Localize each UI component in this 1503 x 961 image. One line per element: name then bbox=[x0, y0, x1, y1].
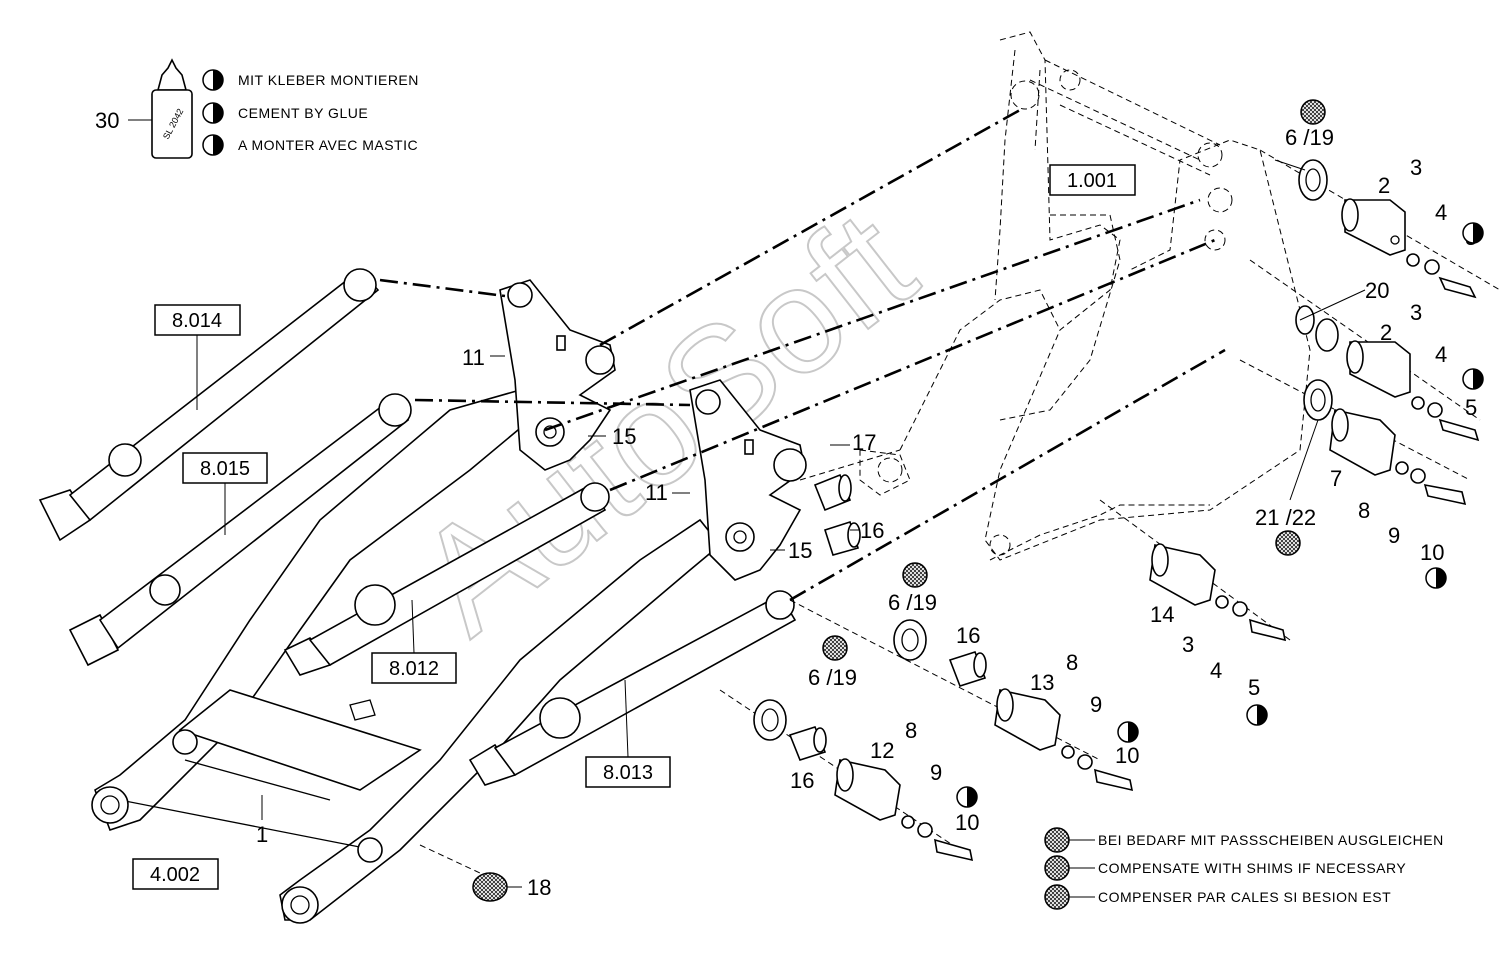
ref-label-4002: 4.002 bbox=[150, 864, 200, 886]
pin-2-lower bbox=[1346, 340, 1480, 442]
ref-box-8012[interactable]: 8.012 bbox=[371, 652, 457, 684]
ref-box-4002[interactable]: 4.002 bbox=[132, 858, 219, 890]
glue-symbol-icon bbox=[202, 134, 224, 156]
shim-symbol-icon bbox=[1044, 827, 1070, 853]
callout-9c[interactable]: 9 bbox=[930, 760, 942, 785]
shim-symbol-icon bbox=[902, 562, 928, 588]
glue-symbol-icon bbox=[1425, 567, 1447, 589]
callout-5b[interactable]: 5 bbox=[1465, 395, 1477, 420]
ref-label-1001: 1.001 bbox=[1067, 170, 1117, 192]
cylinder-8012 bbox=[283, 482, 610, 676]
glue-symbol-icon bbox=[202, 69, 224, 91]
callout-10b[interactable]: 10 bbox=[1115, 743, 1139, 768]
callout-7[interactable]: 7 bbox=[1330, 466, 1342, 491]
bell-crank-left bbox=[499, 279, 616, 471]
cylinder-8015 bbox=[68, 393, 412, 667]
callout-2a[interactable]: 2 bbox=[1378, 173, 1390, 198]
bushes bbox=[788, 473, 987, 761]
callout-16b[interactable]: 16 bbox=[956, 623, 980, 648]
glue-legend-en: CEMENT BY GLUE bbox=[238, 105, 368, 121]
callout-8a[interactable]: 8 bbox=[1358, 498, 1370, 523]
callout-8b[interactable]: 8 bbox=[1066, 650, 1078, 675]
callouts: 30 11 11 15 15 17 16 16 16 6 /19 6 /19 6… bbox=[95, 108, 1477, 900]
callout-3b[interactable]: 3 bbox=[1410, 300, 1422, 325]
glue-symbol-icon bbox=[202, 102, 224, 124]
cylinder-8013 bbox=[468, 590, 797, 786]
callout-10c[interactable]: 10 bbox=[955, 810, 979, 835]
callout-619a[interactable]: 6 /19 bbox=[1285, 125, 1334, 150]
ref-label-8014: 8.014 bbox=[172, 310, 222, 332]
callout-14[interactable]: 14 bbox=[1150, 602, 1174, 627]
ref-box-8014[interactable]: 8.014 bbox=[154, 304, 241, 336]
shim-symbol-icon bbox=[822, 635, 848, 661]
pin-7 bbox=[1329, 408, 1467, 506]
callout-12[interactable]: 12 bbox=[870, 738, 894, 763]
callout-15b[interactable]: 15 bbox=[788, 538, 812, 563]
leader-lines bbox=[128, 119, 1366, 820]
glue-legend-de: MIT KLEBER MONTIEREN bbox=[238, 72, 419, 88]
glue-tube-icon: SL 2042 bbox=[151, 58, 193, 159]
callout-16a[interactable]: 16 bbox=[860, 518, 884, 543]
callout-11a[interactable]: 11 bbox=[462, 345, 485, 370]
shim-legend-fr: COMPENSER PAR CALES SI BESION EST bbox=[1098, 889, 1391, 905]
ref-box-8015[interactable]: 8.015 bbox=[182, 452, 268, 484]
shim-legend-de: BEI BEDARF MIT PASSSCHEIBEN AUSGLEICHEN bbox=[1098, 832, 1444, 848]
symbol-markers bbox=[472, 99, 1484, 902]
glue-legend: MIT KLEBER MONTIEREN CEMENT BY GLUE A MO… bbox=[202, 69, 419, 156]
callout-9a[interactable]: 9 bbox=[1388, 523, 1400, 548]
callout-5c[interactable]: 5 bbox=[1248, 675, 1260, 700]
callout-1[interactable]: 1 bbox=[256, 822, 268, 847]
callout-11b[interactable]: 11 bbox=[645, 480, 668, 505]
front-frame bbox=[859, 31, 1311, 561]
callout-18[interactable]: 18 bbox=[527, 875, 551, 900]
glue-symbol-icon bbox=[1117, 721, 1139, 743]
callout-30[interactable]: 30 bbox=[95, 108, 119, 133]
shim-symbol-icon bbox=[1300, 99, 1326, 125]
shim-legend: BEI BEDARF MIT PASSSCHEIBEN AUSGLEICHEN … bbox=[1044, 827, 1444, 910]
callout-16c[interactable]: 16 bbox=[790, 768, 814, 793]
shim-symbol-icon bbox=[1044, 855, 1070, 881]
pin-13 bbox=[994, 688, 1134, 792]
glue-symbol-icon bbox=[1246, 704, 1268, 726]
callout-4a[interactable]: 4 bbox=[1435, 200, 1447, 225]
callout-619b[interactable]: 6 /19 bbox=[888, 590, 937, 615]
pin-12 bbox=[834, 758, 974, 862]
callout-619c[interactable]: 6 /19 bbox=[808, 665, 857, 690]
callout-2b[interactable]: 2 bbox=[1380, 320, 1392, 345]
callout-15a[interactable]: 15 bbox=[612, 424, 636, 449]
ref-label-8015: 8.015 bbox=[200, 458, 250, 480]
callout-4c[interactable]: 4 bbox=[1210, 658, 1222, 683]
shim-symbol-icon bbox=[1275, 530, 1301, 556]
ref-label-8012: 8.012 bbox=[389, 658, 439, 680]
bell-crank-right bbox=[689, 379, 807, 581]
loader-arm bbox=[91, 389, 722, 924]
glue-symbol-icon bbox=[956, 786, 978, 808]
callout-10a[interactable]: 10 bbox=[1420, 540, 1444, 565]
callout-3c[interactable]: 3 bbox=[1182, 632, 1194, 657]
callout-3a[interactable]: 3 bbox=[1410, 155, 1422, 180]
callout-8c[interactable]: 8 bbox=[905, 718, 917, 743]
shim-symbol-icon bbox=[1044, 884, 1070, 910]
callout-2122[interactable]: 21 /22 bbox=[1255, 505, 1316, 530]
callout-4b[interactable]: 4 bbox=[1435, 342, 1447, 367]
pin-2-upper bbox=[1341, 198, 1477, 299]
shim-legend-en: COMPENSATE WITH SHIMS IF NECESSARY bbox=[1098, 860, 1406, 876]
ref-box-1001[interactable]: 1.001 bbox=[1049, 164, 1136, 196]
shim-washers bbox=[753, 159, 1339, 741]
callout-9b[interactable]: 9 bbox=[1090, 692, 1102, 717]
shim-plate-18-icon bbox=[472, 872, 522, 902]
ref-label-8013: 8.013 bbox=[603, 762, 653, 784]
cylinder-8014 bbox=[38, 268, 380, 542]
callout-20[interactable]: 20 bbox=[1365, 278, 1389, 303]
glue-symbol-icon bbox=[1462, 368, 1484, 390]
callout-17[interactable]: 17 bbox=[852, 430, 876, 455]
ref-box-8013[interactable]: 8.013 bbox=[585, 756, 671, 788]
callout-13[interactable]: 13 bbox=[1030, 670, 1054, 695]
pin-14 bbox=[1149, 543, 1287, 642]
glue-legend-fr: A MONTER AVEC MASTIC bbox=[238, 137, 418, 153]
glue-symbol-icon bbox=[1462, 222, 1484, 244]
